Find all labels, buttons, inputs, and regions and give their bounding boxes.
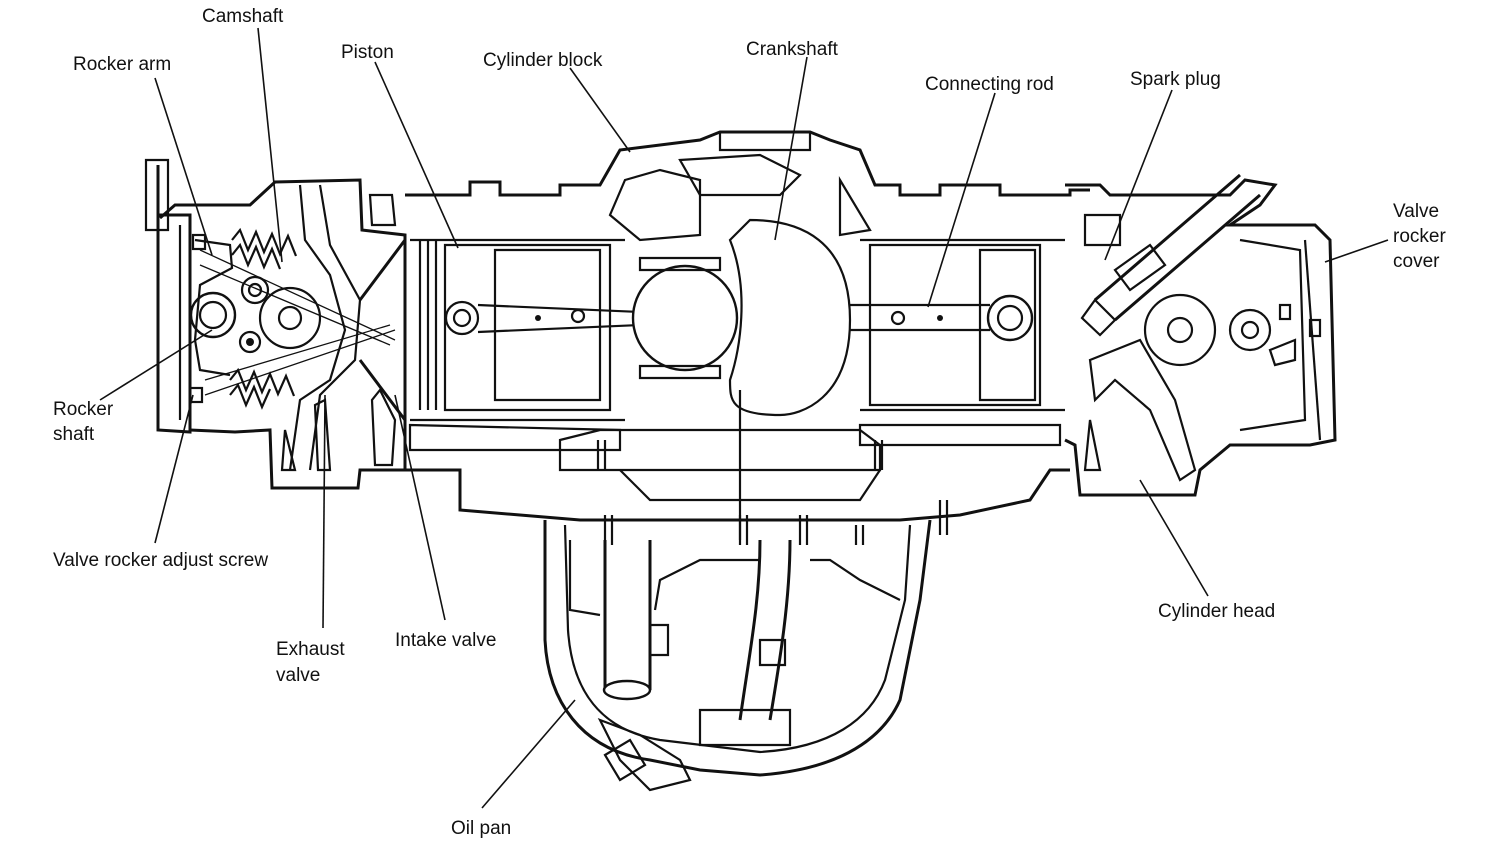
- leader-crankshaft: [774, 56, 808, 241]
- label-rocker-shaft-line2: shaft: [53, 424, 95, 445]
- right-cylinder-head: [1064, 173, 1337, 497]
- label-piston: Piston: [341, 42, 394, 63]
- label-rocker-arm: Rocker arm: [73, 54, 171, 75]
- label-valve-rocker-cover-line1: Valve: [1393, 201, 1439, 222]
- label-exhaust-valve-line1: Exhaust: [276, 639, 345, 660]
- cylinder-block: [405, 130, 1090, 522]
- label-valve-rocker-cover-line2: rocker: [1393, 226, 1446, 247]
- label-connecting-rod: Connecting rod: [925, 74, 1054, 95]
- leader-piston: [374, 61, 459, 249]
- leader-spark-plug: [1104, 89, 1173, 261]
- leader-cylinder-head: [1139, 479, 1209, 597]
- leader-connecting-rod: [927, 92, 996, 308]
- leader-cylinder-block: [569, 67, 631, 153]
- leader-oil-pan: [481, 699, 576, 809]
- leader-exhaust-valve: [322, 394, 326, 629]
- oil-pan: [543, 390, 949, 792]
- label-cylinder-block: Cylinder block: [483, 50, 603, 71]
- label-exhaust-valve-line2: valve: [276, 665, 320, 686]
- label-rocker-shaft-line1: Rocker: [53, 399, 114, 420]
- label-camshaft: Camshaft: [202, 6, 284, 27]
- label-spark-plug: Spark plug: [1130, 69, 1221, 90]
- leader-rocker-shaft: [99, 329, 213, 401]
- left-cylinder-head: [144, 158, 407, 490]
- label-intake-valve: Intake valve: [395, 630, 496, 651]
- leader-intake-valve: [394, 394, 446, 621]
- label-valve-rocker-cover-line3: cover: [1393, 251, 1440, 272]
- label-oil-pan: Oil pan: [451, 818, 511, 839]
- labels: Camshaft Rocker arm Piston Cylinder bloc…: [53, 6, 1446, 839]
- leader-lines: [99, 27, 1389, 809]
- label-crankshaft: Crankshaft: [746, 39, 839, 60]
- label-valve-rocker-adjust-screw: Valve rocker adjust screw: [53, 550, 268, 571]
- label-cylinder-head: Cylinder head: [1158, 601, 1275, 622]
- leader-rocker-arm: [154, 77, 213, 256]
- leader-adjust-screw: [154, 394, 194, 544]
- leader-valve-rocker-cover: [1324, 239, 1389, 263]
- leader-camshaft: [257, 27, 283, 263]
